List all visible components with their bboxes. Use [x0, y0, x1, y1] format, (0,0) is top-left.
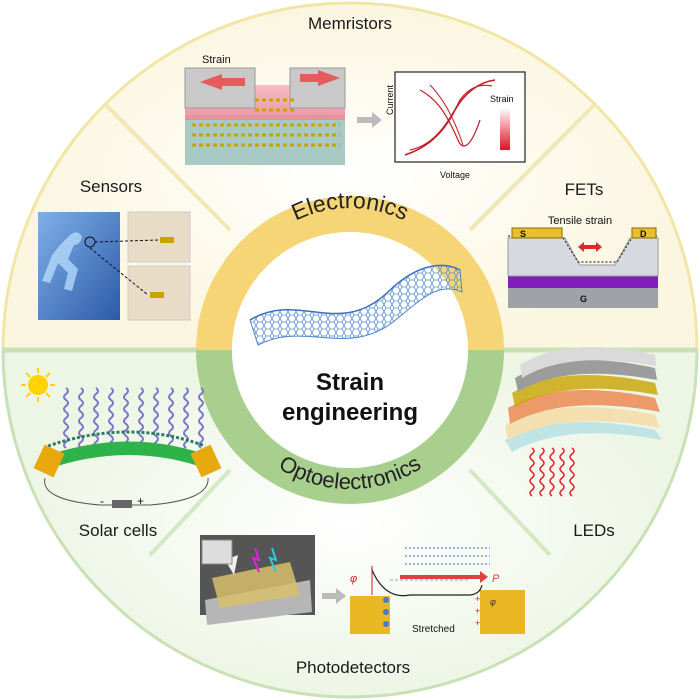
svg-text:G: G: [580, 294, 587, 304]
svg-text:+: +: [137, 494, 144, 508]
fets-label: FETs: [564, 180, 604, 199]
divider-upper-right: [468, 103, 596, 232]
electronics-ring: [196, 196, 504, 350]
svg-text:-: -: [100, 494, 104, 508]
svg-text:Strain: Strain: [490, 94, 514, 104]
divider-lower-right: [468, 468, 552, 557]
memristor-iv-plot: Strain Current Voltage: [385, 71, 526, 180]
svg-text:+: +: [475, 594, 480, 604]
light-ray: [93, 387, 99, 449]
emitted-light-wave: [529, 447, 535, 497]
graphene-ribbon-illustration: [249, 264, 463, 346]
sun-icon: [21, 368, 55, 402]
light-ray: [108, 387, 114, 449]
photodetector-arrow: [322, 588, 346, 604]
light-ray: [183, 387, 189, 449]
emitted-light-wave: [539, 447, 545, 497]
emitted-light-wave: [569, 447, 575, 497]
svg-text:S: S: [520, 229, 526, 239]
fet-illustration: S D G Tensile strain: [507, 215, 659, 308]
band-diagram: + + + P φ φ Stretched: [350, 547, 525, 635]
svg-text:Current: Current: [385, 84, 395, 115]
light-ray: [63, 387, 69, 449]
svg-text:Voltage: Voltage: [440, 170, 470, 180]
light-ray: [198, 387, 204, 449]
photodetectors-label: Photodetectors: [295, 658, 411, 677]
divider-lower-left: [148, 468, 232, 557]
solar-cells-illustration: - +: [21, 368, 222, 508]
svg-text:Tensile strain: Tensile strain: [548, 215, 612, 227]
svg-text:Stretched: Stretched: [412, 624, 455, 635]
center-title-line1: Strain: [315, 369, 385, 396]
divider-upper-left: [104, 103, 232, 232]
light-ray: [138, 387, 144, 449]
sensors-label: Sensors: [79, 177, 143, 196]
solar-cells-label: Solar cells: [78, 521, 158, 540]
leds-illustration: [505, 347, 662, 497]
optoelectronics-ring: [196, 350, 504, 504]
memristor-device-illustration: Strain: [184, 54, 346, 165]
center-title-line2: engineering: [281, 399, 419, 426]
sensors-illustration: [38, 211, 191, 321]
memristors-label: Memristors: [307, 14, 393, 33]
svg-text:P: P: [492, 573, 500, 585]
svg-text:φ: φ: [350, 573, 357, 585]
leds-label: LEDs: [573, 521, 615, 540]
svg-text:+: +: [475, 618, 480, 628]
memristor-arrow: [357, 112, 382, 128]
light-ray: [123, 387, 129, 449]
light-ray: [153, 387, 159, 449]
emitted-light-wave: [559, 447, 565, 497]
svg-text:D: D: [640, 229, 647, 239]
photodetector-illustration: [200, 535, 315, 625]
svg-text:+: +: [475, 606, 480, 616]
emitted-light-wave: [549, 447, 555, 497]
memristor-strain-label: Strain: [202, 54, 231, 66]
svg-text:φ: φ: [490, 597, 496, 607]
